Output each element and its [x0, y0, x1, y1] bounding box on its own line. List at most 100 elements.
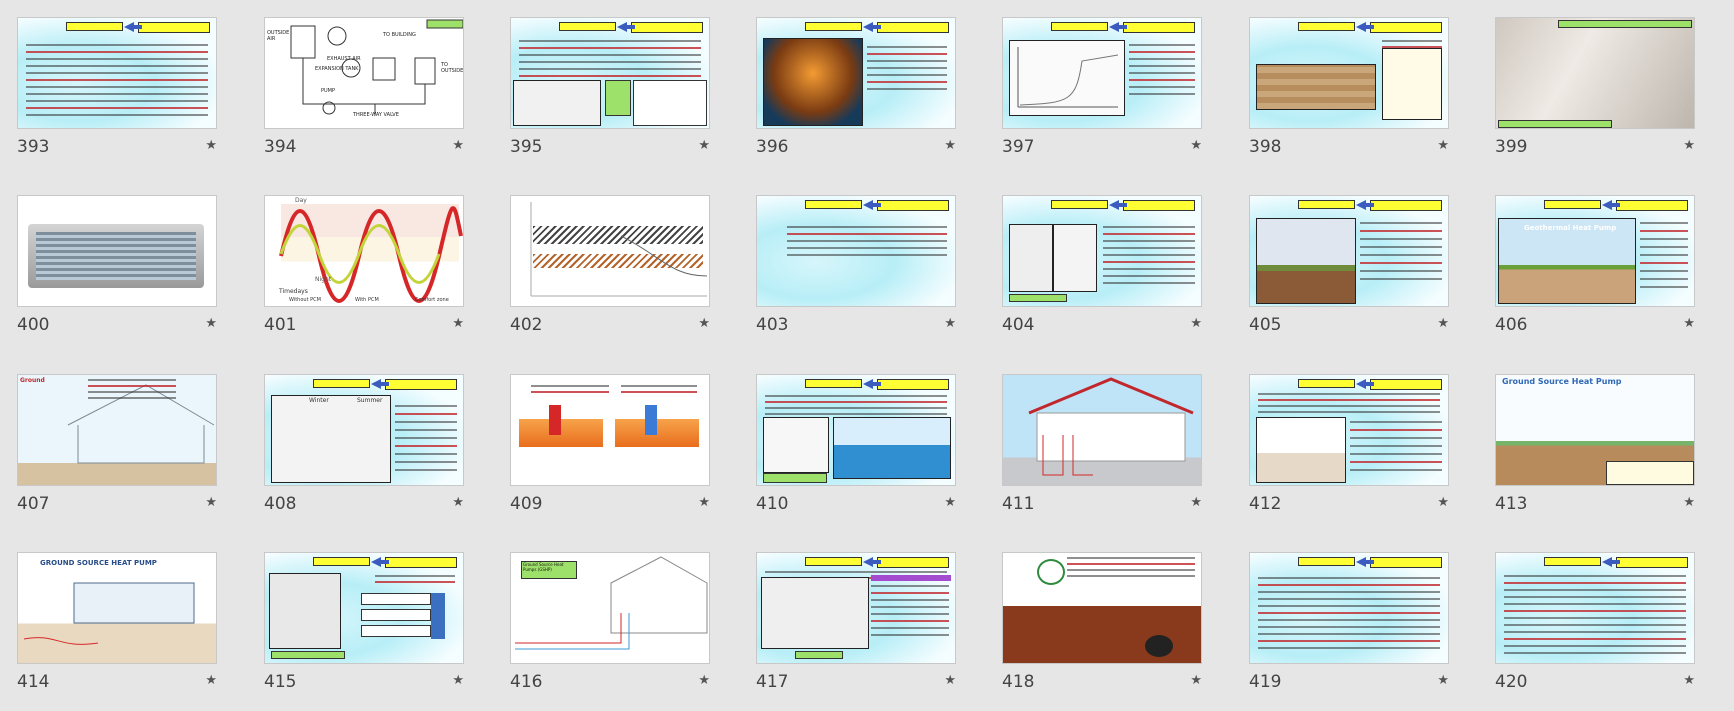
star-icon[interactable]: ★ — [944, 316, 956, 331]
slide-cell: 399 ★ — [1495, 17, 1695, 160]
slide-thumbnail[interactable]: Winter Summer — [264, 374, 464, 486]
star-icon[interactable]: ★ — [205, 495, 217, 510]
star-icon[interactable]: ★ — [1683, 138, 1695, 153]
star-icon[interactable]: ★ — [1683, 673, 1695, 688]
slide416-title: Ground Source Heat Pumps (GSHP) — [523, 562, 564, 572]
slide-thumbnail[interactable] — [264, 552, 464, 664]
slide-thumbnail[interactable]: GROUND SOURCE HEAT PUMP — [17, 552, 217, 664]
star-icon[interactable]: ★ — [1683, 316, 1695, 331]
slide-number: 399 — [1495, 137, 1528, 157]
star-icon[interactable]: ★ — [1683, 495, 1695, 510]
slide-cell: Ground Source Heat Pumps (GSHP)416★ — [510, 552, 710, 695]
legend-comfort-zone: Comfort zone — [415, 297, 449, 303]
slide-cell: Ground 407 ★ — [17, 374, 217, 517]
star-icon[interactable]: ★ — [698, 673, 710, 688]
slide-thumbnail[interactable] — [1002, 17, 1202, 129]
slide-cell: 397 ★ — [1002, 17, 1202, 160]
slide-thumbnail[interactable]: Ground Source Heat Pumps (GSHP) — [510, 552, 710, 664]
slide-thumbnail[interactable] — [1495, 17, 1695, 129]
slide-number: 396 — [756, 137, 789, 157]
slide-cell: 400★ — [17, 195, 217, 338]
star-icon[interactable]: ★ — [452, 673, 464, 688]
label-timedays: Timedays — [279, 288, 308, 295]
star-icon[interactable]: ★ — [1190, 673, 1202, 688]
slide-cell: 410★ — [756, 374, 956, 517]
star-icon[interactable]: ★ — [1437, 495, 1449, 510]
slide406-title: Geothermal Heat Pump — [1524, 224, 1617, 232]
slide-thumbnail[interactable] — [756, 17, 956, 129]
slide-thumbnail[interactable] — [17, 195, 217, 307]
star-icon[interactable]: ★ — [944, 138, 956, 153]
slide-cell: 405 ★ — [1249, 195, 1449, 338]
slide-cell: 395★ — [510, 17, 710, 160]
label-summer: Summer — [357, 397, 383, 404]
slide-thumbnail[interactable] — [510, 195, 710, 307]
label-night: Night — [315, 276, 332, 283]
slide-thumbnail[interactable] — [1002, 195, 1202, 307]
label-outside-air: OUTSIDE AIR — [267, 30, 290, 42]
slide-thumbnail[interactable] — [756, 374, 956, 486]
slide-cell: 420★ — [1495, 552, 1695, 695]
slide-cell: 396 ★ — [756, 17, 956, 160]
slide-thumbnail[interactable] — [1249, 17, 1449, 129]
star-icon[interactable]: ★ — [944, 673, 956, 688]
slide-number: 407 — [17, 494, 50, 514]
star-icon[interactable]: ★ — [698, 316, 710, 331]
slide-thumbnail[interactable] — [756, 552, 956, 664]
slide407-title: Ground — [20, 377, 45, 384]
slide-number: 397 — [1002, 137, 1035, 157]
slide-thumbnail[interactable]: Ground Source Heat Pump — [1495, 374, 1695, 486]
legend-with-pcm: With PCM — [355, 297, 379, 303]
slide-cell: 402★ — [510, 195, 710, 338]
slide414-title: GROUND SOURCE HEAT PUMP — [40, 559, 157, 567]
star-icon[interactable]: ★ — [1190, 316, 1202, 331]
slide-thumbnail[interactable] — [1249, 195, 1449, 307]
slide-cell: 404★ — [1002, 195, 1202, 338]
slide-cell: Ground Source Heat Pump 413 ★ — [1495, 374, 1695, 517]
label-to-outside: TO OUTSIDE — [441, 62, 464, 74]
star-icon[interactable]: ★ — [1437, 673, 1449, 688]
slide-cell: 398★ — [1249, 17, 1449, 160]
star-icon[interactable]: ★ — [1190, 495, 1202, 510]
slide-cell: 411★ — [1002, 374, 1202, 517]
slide-thumbnail[interactable] — [1002, 552, 1202, 664]
label-exhaust-air: EXHAUST AIR — [327, 56, 361, 62]
star-icon[interactable]: ★ — [205, 673, 217, 688]
star-icon[interactable]: ★ — [1437, 138, 1449, 153]
slide-thumbnail[interactable]: Geothermal Heat Pump — [1495, 195, 1695, 307]
slide-thumbnail[interactable] — [510, 374, 710, 486]
star-icon[interactable]: ★ — [1190, 138, 1202, 153]
slide-number: 413 — [1495, 494, 1528, 514]
star-icon[interactable]: ★ — [944, 495, 956, 510]
star-icon[interactable]: ★ — [698, 138, 710, 153]
slide-thumbnail[interactable]: Ground — [17, 374, 217, 486]
slide-thumbnail[interactable] — [1249, 552, 1449, 664]
slide-cell: 418★ — [1002, 552, 1202, 695]
slide-cell: 419★ — [1249, 552, 1449, 695]
star-icon[interactable]: ★ — [452, 138, 464, 153]
star-icon[interactable]: ★ — [452, 495, 464, 510]
slide-thumbnail[interactable] — [17, 17, 217, 129]
slide-number: 409 — [510, 494, 543, 514]
slide-thumbnail[interactable] — [1002, 374, 1202, 486]
slide413-title: Ground Source Heat Pump — [1502, 377, 1622, 386]
star-icon[interactable]: ★ — [205, 138, 217, 153]
star-icon[interactable]: ★ — [1437, 316, 1449, 331]
star-icon[interactable]: ★ — [698, 495, 710, 510]
slide-number: 408 — [264, 494, 297, 514]
slide-thumbnail[interactable] — [510, 17, 710, 129]
slide-thumbnail[interactable] — [1495, 552, 1695, 664]
slide-number: 405 — [1249, 315, 1282, 335]
label-expansion-tank: EXPANSION TANK — [315, 66, 359, 72]
slide-thumbnail[interactable] — [1249, 374, 1449, 486]
star-icon[interactable]: ★ — [205, 316, 217, 331]
slide-cell: 417★ — [756, 552, 956, 695]
label-winter: Winter — [309, 397, 329, 404]
slide-thumbnail[interactable] — [756, 195, 956, 307]
star-icon[interactable]: ★ — [452, 316, 464, 331]
slide-cell: 415★ — [264, 552, 464, 695]
